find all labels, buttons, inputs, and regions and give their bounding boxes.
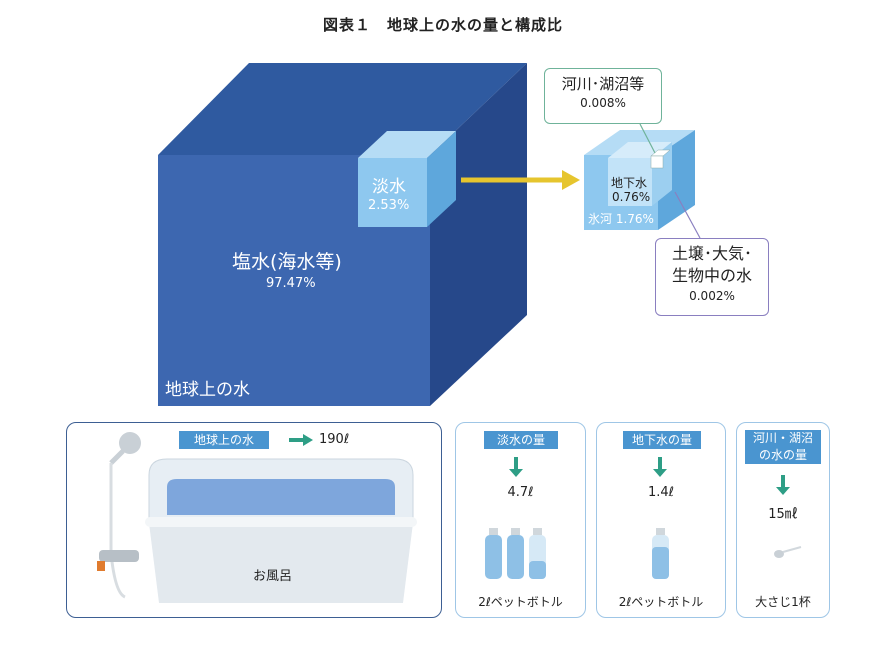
ground-bottle (652, 528, 669, 579)
bath-panel: 地球上の水 190ℓ お風呂 (66, 422, 442, 618)
yellow-arrow-head (562, 170, 580, 190)
rivers-caption: 大さじ1杯 (755, 595, 811, 609)
fresh-cube-front (358, 158, 427, 227)
rivers-callout-label: 河川･湖沼等 (561, 75, 645, 93)
ground-caption: 2ℓペットボトル (618, 595, 704, 609)
fresh-bottles (485, 528, 546, 579)
fresh-water-label: 淡水 (372, 177, 406, 197)
ground-panel: 地下水の量 1.4ℓ 2ℓペットボトル (596, 422, 726, 618)
soil-callout-line1: 土壌･大気･ (671, 244, 752, 263)
fresh-water-pct: 2.53% (368, 198, 410, 213)
salt-water-label: 塩水(海水等) (232, 251, 342, 273)
glacier-label: 氷河 1.76% (588, 212, 654, 226)
fresh-cube-top (358, 131, 456, 158)
rivers-down-arrow (776, 475, 790, 495)
ground-qty: 1.4ℓ (647, 485, 675, 500)
soil-callout-pct: 0.002% (689, 289, 735, 303)
ground-panel-head: 地下水の量 (623, 431, 701, 449)
earth-water-label: 地球上の水 (165, 380, 250, 400)
figure-title: 図表１ 地球上の水の量と構成比 (322, 16, 563, 34)
fresh-down-arrow (509, 457, 523, 477)
ground-down-arrow (653, 457, 667, 477)
rivers-qty: 15㎖ (768, 507, 798, 522)
fresh-qty: 4.7ℓ (507, 485, 534, 500)
soil-pointer (674, 191, 701, 239)
ground-cube-front (608, 158, 652, 206)
rivers-head-line2: の水の量 (758, 448, 807, 462)
soil-callout: 土壌･大気･ 生物中の水 0.002% (655, 238, 769, 316)
groundwater-pct: 0.76% (612, 190, 651, 204)
bath-caption: お風呂 (253, 569, 293, 584)
bath-panel-head: 地球上の水 (179, 431, 269, 449)
rivers-panel: 河川・湖沼 の水の量 15㎖ 大さじ1杯 (736, 422, 830, 618)
rivers-head-line1: 河川・湖沼 (752, 431, 813, 445)
salt-water-pct: 97.47% (266, 276, 316, 291)
bath-qty: 190ℓ (319, 432, 350, 447)
groundwater-label: 地下水 (611, 176, 648, 190)
fresh-cube-side (427, 131, 456, 227)
rivers-callout: 河川･湖沼等 0.008% (544, 68, 662, 124)
soil-callout-line2: 生物中の水 (671, 266, 752, 285)
rivers-callout-pct: 0.008% (580, 96, 626, 110)
tablespoon (774, 546, 802, 558)
fresh-panel-head: 淡水の量 (484, 431, 558, 449)
rivers-cube-front (650, 155, 664, 169)
fresh-panel: 淡水の量 4.7ℓ 2ℓペットボトル (455, 422, 586, 618)
fresh-caption: 2ℓペットボトル (478, 595, 563, 609)
rivers-panel-head: 河川・湖沼 の水の量 (745, 430, 821, 464)
rivers-pointer (639, 123, 656, 154)
bath-illustration (97, 432, 417, 603)
